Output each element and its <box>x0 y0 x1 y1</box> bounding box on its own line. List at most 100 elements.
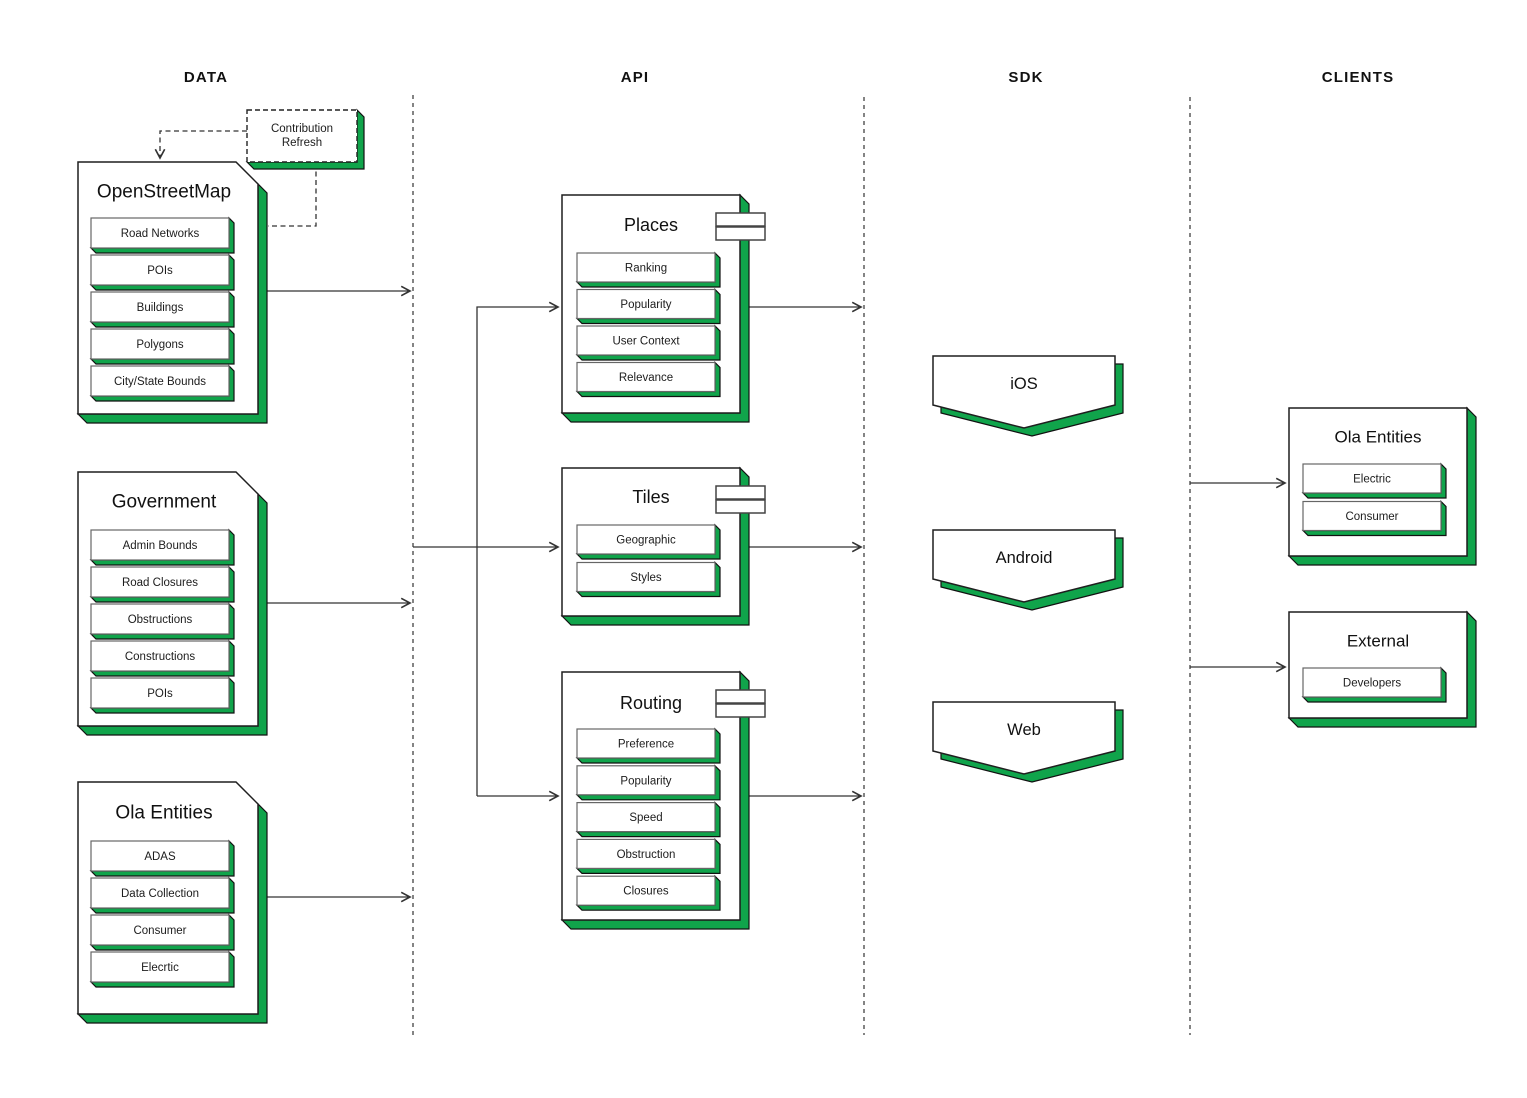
item-label: Data Collection <box>121 888 199 900</box>
item-label: Consumer <box>133 925 186 937</box>
item-box: Road Networks <box>89 216 235 254</box>
item-label: Closures <box>623 886 669 898</box>
item-label: Road Closures <box>122 577 198 589</box>
item-box: Buildings <box>89 290 235 328</box>
box-title-tiles: Tiles <box>632 487 669 507</box>
box-title-places: Places <box>624 215 678 235</box>
item-body <box>90 877 230 909</box>
item-box: Preference <box>575 727 721 764</box>
component-icon <box>715 212 766 241</box>
item-label: Road Networks <box>121 228 200 240</box>
item-box: Ranking <box>575 251 721 288</box>
item-box: Closures <box>575 874 721 911</box>
group-box-routing: RoutingPreferencePopularitySpeedObstruct… <box>560 670 766 930</box>
item-body <box>90 840 230 872</box>
item-body <box>90 328 230 360</box>
item-body <box>90 365 230 397</box>
platform-body <box>932 529 1116 603</box>
item-body <box>576 524 716 555</box>
platform-label-android: Android <box>996 549 1053 567</box>
component-icon-bar <box>715 499 766 514</box>
item-body <box>576 801 716 833</box>
item-box: ADAS <box>89 839 235 877</box>
item-body <box>90 529 230 561</box>
column-header-data: DATA <box>184 69 228 86</box>
item-body <box>90 914 230 946</box>
box-title-openstreetmap: OpenStreetMap <box>97 182 231 203</box>
item-body <box>576 325 716 356</box>
item-label: Obstruction <box>617 849 676 861</box>
platform-body <box>932 355 1116 429</box>
item-body <box>576 561 716 593</box>
item-box: Geographic <box>575 523 721 560</box>
sdk-platform-android: Android <box>932 529 1124 611</box>
item-label: City/State Bounds <box>114 376 206 388</box>
component-icon-bar <box>715 689 766 704</box>
item-label: User Context <box>612 336 680 348</box>
component-icon <box>715 485 766 514</box>
item-box: Road Closures <box>89 565 235 603</box>
column-header-clients: CLIENTS <box>1322 69 1395 86</box>
item-label: POIs <box>147 688 173 700</box>
item-box: POIs <box>89 676 235 714</box>
platform-body <box>932 701 1116 775</box>
item-box: Polygons <box>89 327 235 365</box>
item-box: Data Collection <box>89 876 235 914</box>
item-body <box>90 217 230 249</box>
item-label: Consumer <box>1345 511 1398 523</box>
item-box: Obstruction <box>575 837 721 875</box>
box-title-government: Government <box>112 492 217 513</box>
item-body <box>90 677 230 709</box>
item-box: Popularity <box>575 288 721 325</box>
item-box: Popularity <box>575 764 721 801</box>
item-body <box>90 291 230 323</box>
box-title-ola-entities-data: Ola Entities <box>115 803 212 824</box>
item-box: Elecrtic <box>89 950 235 988</box>
item-box: Developers <box>1301 666 1447 703</box>
item-body <box>576 875 716 906</box>
item-box: POIs <box>89 253 235 291</box>
connector-lines <box>154 130 1287 903</box>
item-label: Popularity <box>620 775 671 787</box>
item-label: Speed <box>629 812 662 824</box>
box-title-ola-entities-clients: Ola Entities <box>1335 428 1422 447</box>
component-icon-bar <box>715 212 766 227</box>
item-label: Obstructions <box>128 614 193 626</box>
item-body <box>90 254 230 286</box>
item-body <box>576 838 716 870</box>
item-body <box>1302 463 1442 494</box>
item-box: Styles <box>575 561 721 598</box>
item-body <box>576 728 716 759</box>
column-header-api: API <box>621 69 650 86</box>
item-box: Constructions <box>89 639 235 677</box>
column-header-sdk: SDK <box>1008 69 1043 86</box>
component-icon-bar <box>715 485 766 500</box>
component-icon-bar <box>715 226 766 241</box>
item-label: Elecrtic <box>141 962 179 974</box>
item-box: Consumer <box>1301 500 1447 537</box>
flow-arrow <box>476 301 560 796</box>
dashed-connector <box>154 130 247 160</box>
item-body <box>576 361 716 393</box>
item-body <box>1302 500 1442 532</box>
platform-label-ios: iOS <box>1010 375 1038 393</box>
item-body <box>1302 667 1442 698</box>
item-box: City/State Bounds <box>89 364 235 402</box>
item-label: Ranking <box>625 263 667 275</box>
item-label: Electric <box>1353 474 1391 486</box>
contribution-refresh-line2: Refresh <box>282 137 322 149</box>
box-title-external: External <box>1347 632 1409 651</box>
sdk-platform-web: Web <box>932 701 1124 783</box>
item-label: Popularity <box>620 299 671 311</box>
item-label: Constructions <box>125 651 196 663</box>
item-body <box>90 603 230 635</box>
